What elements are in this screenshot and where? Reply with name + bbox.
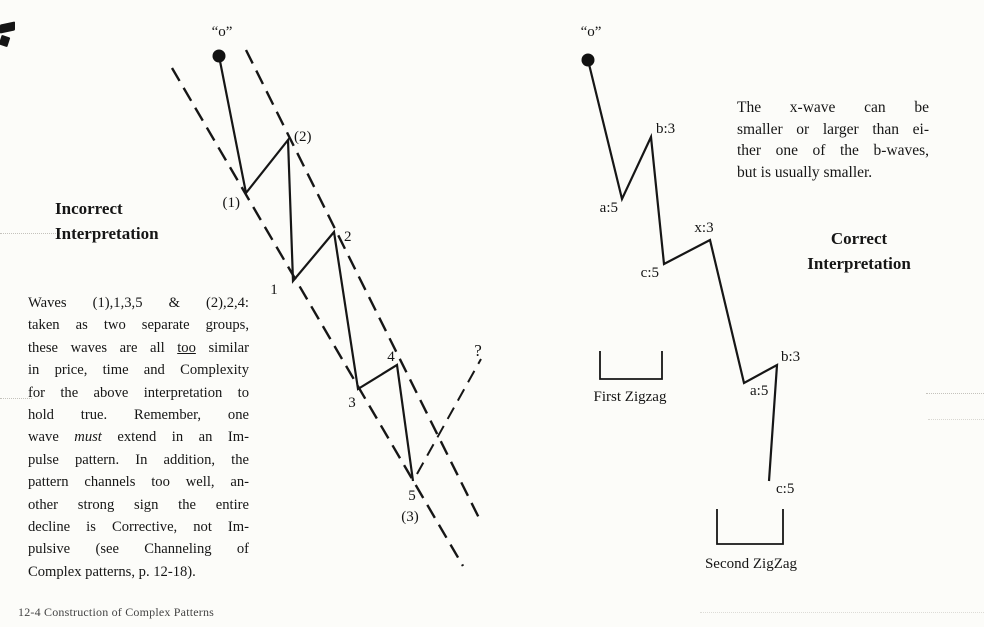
origin-dot [581, 53, 595, 67]
wave-label-1p: (1) [223, 195, 241, 211]
origin-label: “o” [212, 24, 233, 40]
wave-label-a2: a:5 [750, 383, 768, 399]
second-zigzag-bracket [716, 509, 784, 545]
text-segment: these waves are all [28, 339, 178, 356]
second-zigzag-label: Second ZigZag [705, 556, 798, 572]
origin-label: “o” [581, 24, 602, 40]
text-segment: pulse pattern. In addition, the [28, 451, 249, 468]
correct-diagram: “o” a:5 b:3 c:5 x:3 a:5 b:3 c:5 First Zi… [581, 24, 801, 572]
wave-label-2p: (2) [294, 129, 312, 145]
upper-channel-dashed-line [244, 49, 482, 521]
question-mark-label: ? [474, 341, 482, 360]
title-line: Interpretation [55, 224, 159, 243]
text-line: wave must extend in an Im- [28, 426, 249, 448]
text-segment: Complex patterns, p. 12-18). [28, 563, 196, 580]
wave-label-b1: b:3 [656, 121, 675, 137]
page-footer: 12-4 Construction of Complex Patterns [18, 605, 215, 619]
text-segment: pulsive (see Channeling of [28, 541, 249, 558]
text-segment: extend in an Im- [101, 429, 249, 446]
wave-label-a1: a:5 [600, 200, 618, 216]
correct-wave-path [586, 59, 779, 482]
title-line: Incorrect [55, 199, 123, 218]
alternate-count-dashed-line [416, 358, 482, 475]
text-line: pulsive (see Channeling of [28, 538, 249, 560]
text-segment: The x-wave can be [737, 99, 929, 116]
incorrect-diagram: “o” (1) (2) 1 2 3 4 5 (3) ? [170, 24, 482, 567]
scan-artifact-line [0, 398, 32, 399]
incorrect-interpretation-title: Incorrect Interpretation [55, 196, 159, 246]
scan-artifact-line [700, 612, 984, 613]
wave-label-c2: c:5 [776, 481, 794, 497]
text-segment: ther one of the b-waves, [737, 142, 929, 159]
wave-label-1: 1 [270, 282, 278, 298]
wave-label-3p: (3) [401, 509, 419, 525]
wave-label-4: 4 [387, 349, 395, 365]
correct-interpretation-title: Correct Interpretation [795, 226, 923, 276]
text-line: but is usually smaller. [737, 162, 929, 184]
text-line: taken as two separate groups, [28, 314, 249, 336]
wave-label-x: x:3 [694, 220, 713, 236]
text-line: Complex patterns, p. 12-18). [28, 561, 249, 583]
text-segment: similar [195, 339, 249, 356]
incorrect-explanation-paragraph: Waves (1),1,3,5 & (2),2,4: taken as two s… [28, 292, 249, 583]
text-line: pattern channels too well, an- [28, 471, 249, 493]
scan-artifact-line [928, 419, 984, 420]
text-segment: other strong sign the entire [28, 496, 249, 513]
wave-label-b2: b:3 [781, 349, 800, 365]
text-segment: must [74, 429, 102, 446]
wave-label-c1: c:5 [641, 265, 659, 281]
text-segment: hold true. Remember, one [28, 407, 249, 424]
wave-label-2: 2 [344, 229, 352, 245]
text-segment: decline is Corrective, not Im- [28, 519, 249, 536]
text-segment: too [177, 339, 196, 356]
first-zigzag-label: First Zigzag [594, 389, 667, 405]
wave-label-5: 5 [408, 488, 416, 504]
scan-artifact-line [0, 233, 60, 234]
wave-label-3: 3 [348, 395, 356, 411]
text-line: The x-wave can be [737, 97, 929, 119]
text-line: ther one of the b-waves, [737, 140, 929, 162]
lower-channel-dashed-line [170, 67, 465, 567]
text-segment: but is usually smaller. [737, 163, 873, 181]
text-line: for the above interpretation to [28, 382, 249, 404]
scan-artifact-line [926, 393, 984, 394]
origin-dot [212, 49, 226, 63]
text-line: in price, time and Complexity [28, 359, 249, 381]
text-segment: in price, time and Complexity [28, 362, 249, 379]
text-line: other strong sign the entire [28, 494, 249, 516]
x-wave-note: The x-wave can be smaller or larger than … [737, 97, 929, 183]
text-segment: taken as two separate groups, [28, 317, 249, 334]
title-line: Correct [830, 229, 888, 248]
incorrect-wave-path [217, 55, 415, 482]
text-segment: pattern channels too well, an- [28, 474, 249, 491]
text-segment: smaller or larger than ei- [737, 120, 929, 138]
text-segment: Waves (1),1,3,5 & (2),2,4: [28, 295, 249, 311]
text-line: pulse pattern. In addition, the [28, 449, 249, 471]
text-line: hold true. Remember, one [28, 404, 249, 426]
text-line: decline is Corrective, not Im- [28, 516, 249, 538]
text-segment: for the above interpretation to [28, 384, 249, 401]
text-line: these waves are all too similar [28, 337, 249, 359]
text-line: Waves (1),1,3,5 & (2),2,4: [28, 292, 249, 314]
first-zigzag-bracket [599, 351, 663, 380]
text-segment: wave [28, 429, 75, 446]
title-line: Interpretation [807, 254, 911, 273]
text-line: smaller or larger than ei- [737, 119, 929, 141]
